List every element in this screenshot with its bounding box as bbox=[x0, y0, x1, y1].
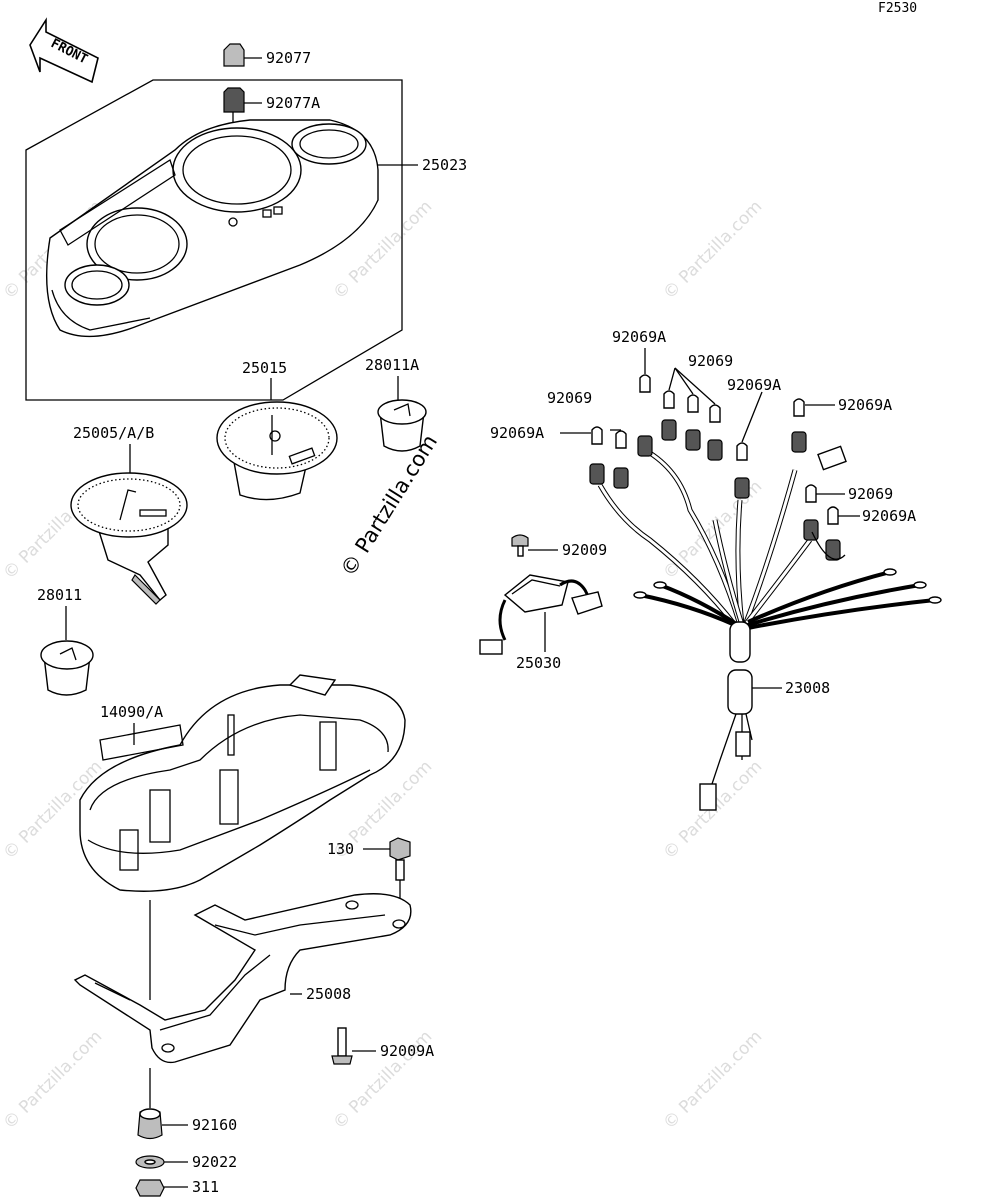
bracket-25008 bbox=[73, 893, 412, 1064]
label-25008: 25008 bbox=[306, 985, 351, 1003]
label-311: 311 bbox=[192, 1178, 219, 1196]
label-25015: 25015 bbox=[242, 359, 287, 377]
watermark-9: © Partzilla.com bbox=[0, 1027, 106, 1134]
label-28011A: 28011A bbox=[365, 356, 419, 374]
nut-311-icon bbox=[135, 1179, 188, 1197]
watermark-main: © Partzilla.com bbox=[336, 430, 442, 580]
watermark-11: © Partzilla.com bbox=[659, 1027, 766, 1134]
label-92009: 92009 bbox=[562, 541, 607, 559]
front-arrow-icon: FRONT bbox=[29, 17, 99, 84]
label-14090: 14090/A bbox=[100, 703, 163, 721]
label-92069A-mid: 92069A bbox=[727, 376, 781, 394]
module-25030 bbox=[479, 574, 603, 655]
label-92077: 92077 bbox=[266, 49, 311, 67]
tachometer-25015 bbox=[216, 378, 338, 501]
bulb-socket-28011 bbox=[40, 606, 94, 696]
label-25023: 25023 bbox=[422, 156, 467, 174]
label-92022: 92022 bbox=[192, 1153, 237, 1171]
label-25005: 25005/A/B bbox=[73, 424, 154, 442]
label-92069A-top: 92069A bbox=[612, 328, 666, 346]
watermark-5: © Partzilla.com bbox=[659, 477, 766, 584]
washer-92022-icon bbox=[135, 1155, 188, 1169]
wiring-harness-23008 bbox=[597, 447, 942, 811]
speedometer-25005 bbox=[70, 444, 188, 605]
screw-92009-icon bbox=[511, 534, 558, 557]
label-92069-left: 92069 bbox=[547, 389, 592, 407]
label-92069A-right2: 92069A bbox=[862, 507, 916, 525]
label-130: 130 bbox=[327, 840, 354, 858]
socket-group bbox=[589, 419, 847, 561]
bulb-socket-28011A bbox=[377, 376, 427, 452]
bulb-callouts bbox=[560, 348, 860, 517]
figure-code: F2530 bbox=[878, 1, 917, 16]
grommet-92160-icon bbox=[137, 1108, 188, 1140]
part-92077-icon bbox=[223, 43, 262, 67]
label-92069-top: 92069 bbox=[688, 352, 733, 370]
meter-cover-25023 bbox=[25, 79, 418, 401]
bulb-group bbox=[591, 374, 839, 525]
screw-92009A-icon bbox=[331, 1027, 376, 1065]
label-92069A-left: 92069A bbox=[490, 424, 544, 442]
label-92077A: 92077A bbox=[266, 94, 320, 112]
label-23008: 23008 bbox=[785, 679, 830, 697]
label-92069-right: 92069 bbox=[848, 485, 893, 503]
label-92009A: 92009A bbox=[380, 1042, 434, 1060]
label-92069A-right: 92069A bbox=[838, 396, 892, 414]
label-28011: 28011 bbox=[37, 586, 82, 604]
meter-case-14090 bbox=[79, 674, 406, 1000]
watermark-3: © Partzilla.com bbox=[659, 197, 766, 304]
label-92160: 92160 bbox=[192, 1116, 237, 1134]
label-25030: 25030 bbox=[516, 654, 561, 672]
